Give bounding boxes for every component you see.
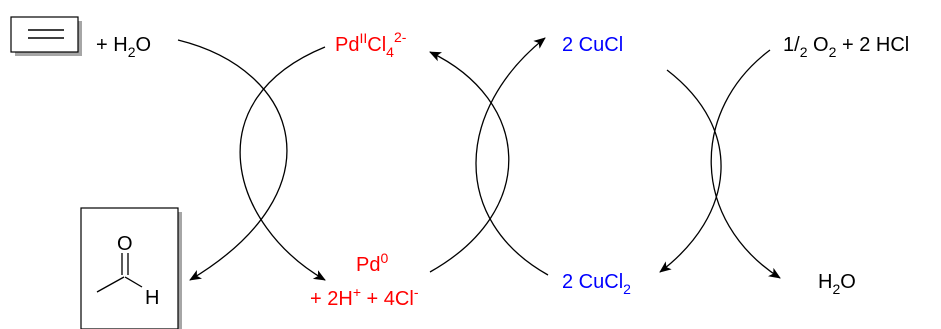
arrow-pd0-to-pd2 <box>429 51 510 273</box>
cucl2-species-label: 2 CuCl2 <box>562 271 631 297</box>
ethylene-structure <box>10 16 82 56</box>
water-reactant-label: + H2O <box>96 34 151 60</box>
arrow-cucl-to-cucl2 <box>659 69 722 273</box>
cycle-arrows <box>177 37 781 281</box>
acetaldehyde-structure: O H <box>80 207 182 329</box>
pd0-byproducts-label: + 2H+ + 4Cl- <box>310 284 419 310</box>
arrow-ethylene-to-acetaldehyde <box>177 39 288 281</box>
acetaldehyde-methyl-bond <box>96 276 125 293</box>
arrow-pd2-to-pd0 <box>239 46 326 281</box>
cucl-species-label: 2 CuCl <box>562 34 623 56</box>
acetaldehyde-oxygen-label: O <box>117 233 133 255</box>
acetaldehyde-box <box>80 207 179 329</box>
water-product-label: H2O <box>818 271 856 297</box>
oxidant-label: 1/2 O2 + 2 HCl <box>783 34 909 60</box>
ethylene-box <box>10 16 79 53</box>
acetaldehyde-hydrogen-bond <box>124 276 143 288</box>
arrow-oxidant-to-water <box>710 49 781 279</box>
pd2-species-label: PdIICl42- <box>335 29 407 60</box>
acetaldehyde-hydrogen-label: H <box>145 287 159 309</box>
arrow-cucl2-to-cucl <box>475 37 549 276</box>
pd0-species-label: Pd0 <box>356 250 388 276</box>
